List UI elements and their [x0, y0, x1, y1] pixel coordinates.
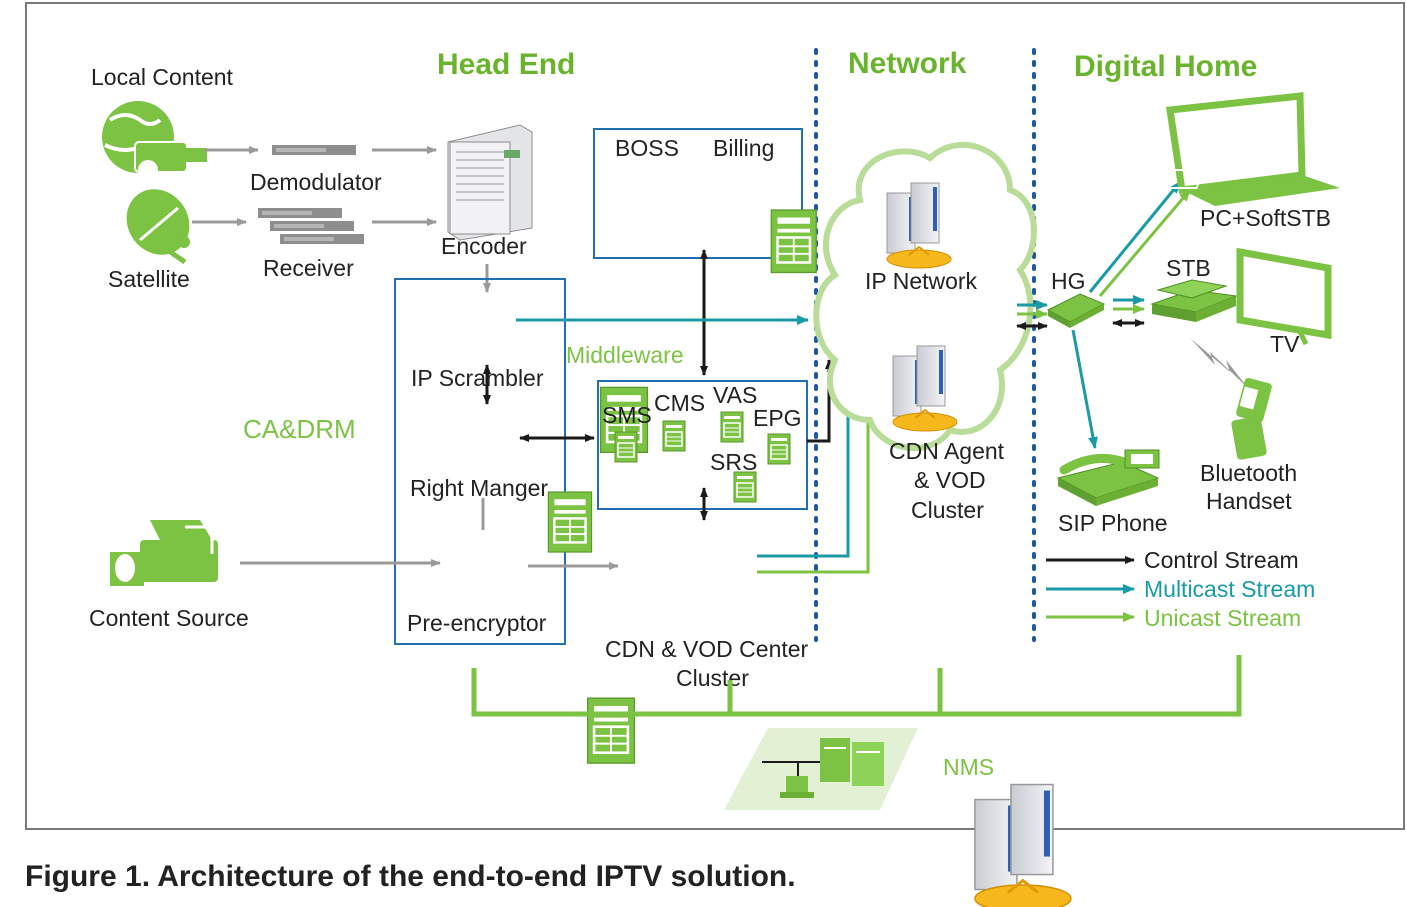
cms-server-icon	[662, 420, 686, 452]
label-cdn-center-2: Cluster	[676, 665, 749, 691]
cdn-vod-center-servers-icon	[973, 783, 1073, 907]
multicast-hg-to-sip	[1071, 329, 1098, 449]
label-content-source: Content Source	[89, 605, 249, 631]
srs-server-icon	[733, 471, 757, 503]
label-bluetooth-2: Handset	[1206, 488, 1292, 514]
label-bluetooth-1: Bluetooth	[1200, 460, 1297, 486]
bluetooth-signal-icon	[1190, 338, 1248, 388]
pre-encryptor-server-icon	[586, 696, 636, 765]
receiver-device-icon	[258, 208, 364, 244]
legend: Control Stream Multicast Stream Unicast …	[1046, 547, 1315, 631]
epg-server-icon	[767, 433, 791, 465]
right-manager-server-icon	[547, 490, 593, 554]
figure-caption: Figure 1. Architecture of the end-to-end…	[25, 860, 796, 893]
mobile-handset-icon	[1231, 377, 1272, 460]
label-stb: STB	[1166, 255, 1211, 281]
unicast-cdn-to-network	[757, 389, 873, 574]
unicast-hg-to-pc	[1098, 189, 1192, 297]
encoder-server-icon	[447, 124, 533, 241]
multicast-cdn-to-network	[757, 379, 853, 558]
label-nms: NMS	[943, 754, 994, 780]
label-cdn-center-1: CDN & VOD Center	[605, 636, 809, 662]
label-ca-drm: CA&DRM	[243, 414, 356, 444]
laptop-icon	[1145, 92, 1340, 206]
label-epg: EPG	[753, 405, 802, 431]
label-right-manger: Right Manger	[410, 475, 548, 501]
globe-camera-icon	[102, 101, 207, 180]
label-vas: VAS	[713, 382, 757, 408]
label-pc-softstb: PC+SoftSTB	[1200, 205, 1331, 231]
section-head-end: Head End	[437, 48, 575, 81]
demodulator-device-icon	[272, 145, 356, 155]
satellite-dish-icon	[126, 189, 190, 265]
label-sip-phone: SIP Phone	[1058, 510, 1168, 536]
tv-icon	[1236, 247, 1332, 346]
label-hg: HG	[1051, 268, 1086, 294]
ca-drm-box	[394, 278, 566, 645]
label-cdn-agent-1: CDN Agent	[889, 438, 1005, 464]
label-billing: Billing	[713, 135, 774, 161]
boss-server-icon	[770, 208, 818, 274]
label-ip-network: IP Network	[865, 268, 978, 294]
label-cdn-agent-3: Cluster	[911, 497, 984, 523]
vas-server-icon	[720, 411, 744, 443]
sip-phone-icon	[1056, 449, 1160, 506]
nms-server-icon	[762, 738, 884, 798]
label-encoder: Encoder	[441, 233, 527, 259]
legend-control-label: Control Stream	[1144, 547, 1299, 573]
legend-unicast-label: Unicast Stream	[1144, 605, 1301, 631]
label-pre-encryptor: Pre-encryptor	[407, 610, 547, 636]
label-middleware: Middleware	[566, 342, 684, 368]
multicast-hg-to-pc	[1088, 181, 1182, 293]
label-satellite: Satellite	[108, 266, 190, 292]
video-camera-icon	[110, 520, 218, 586]
label-boss: BOSS	[615, 135, 679, 161]
label-srs: SRS	[710, 449, 757, 475]
section-network: Network	[848, 47, 967, 80]
label-cms: CMS	[654, 390, 705, 416]
section-digital-home: Digital Home	[1074, 50, 1257, 83]
label-local-content: Local Content	[91, 64, 234, 90]
home-gateway-icon	[1046, 293, 1106, 328]
nms-bus	[471, 655, 1242, 717]
sms-server-icon	[614, 431, 638, 463]
label-tv: TV	[1270, 331, 1300, 357]
label-ip-scrambler: IP Scrambler	[411, 365, 544, 391]
label-sms: SMS	[602, 402, 652, 428]
legend-multicast-label: Multicast Stream	[1144, 576, 1315, 602]
ip-network-cloud	[813, 141, 1037, 451]
label-receiver: Receiver	[263, 255, 354, 281]
label-demodulator: Demodulator	[250, 169, 382, 195]
diagram-frame	[25, 2, 1405, 830]
boss-billing-box	[593, 128, 803, 259]
label-cdn-agent-2: & VOD	[914, 467, 986, 493]
set-top-box-icon	[1150, 279, 1238, 322]
